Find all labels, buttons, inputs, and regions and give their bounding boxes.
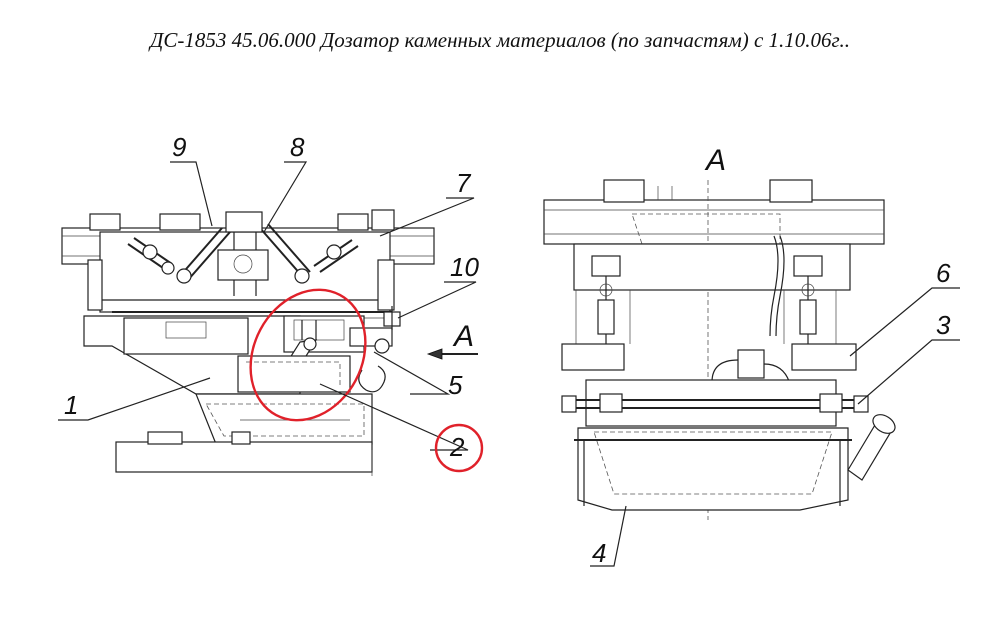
callout-8: 8 <box>290 132 305 162</box>
highlight-ellipse <box>249 288 367 422</box>
callout-3: 3 <box>936 310 951 340</box>
leader-lines-right <box>590 287 960 567</box>
bracket-left <box>561 343 625 371</box>
drawing-title: ДС-1853 45.06.000 Дозатор каменных матер… <box>150 28 850 52</box>
load-cell-right <box>793 255 823 344</box>
side-view-a: A <box>543 144 896 520</box>
arrow-label: A <box>452 320 474 353</box>
frame-beam-side <box>543 199 885 245</box>
view-label: A <box>704 144 726 177</box>
base-plate <box>115 441 373 473</box>
bracket-right <box>791 343 857 371</box>
callout-9: 9 <box>172 132 186 162</box>
leader-lines-left <box>58 161 477 451</box>
callout-6: 6 <box>936 258 951 288</box>
weigh-hopper <box>585 379 837 427</box>
highlight-circle <box>434 423 484 473</box>
valve <box>737 349 765 379</box>
load-cell-left <box>591 255 621 344</box>
callout-4: 4 <box>592 538 606 568</box>
callout-5: 5 <box>448 370 463 400</box>
callout-10: 10 <box>450 252 479 282</box>
front-view: A <box>61 209 478 476</box>
callout-2: 2 <box>449 432 465 462</box>
lever-mechanism <box>127 211 359 296</box>
discharge-trough <box>577 427 849 511</box>
callout-7: 7 <box>456 168 472 198</box>
callout-1: 1 <box>64 390 78 420</box>
